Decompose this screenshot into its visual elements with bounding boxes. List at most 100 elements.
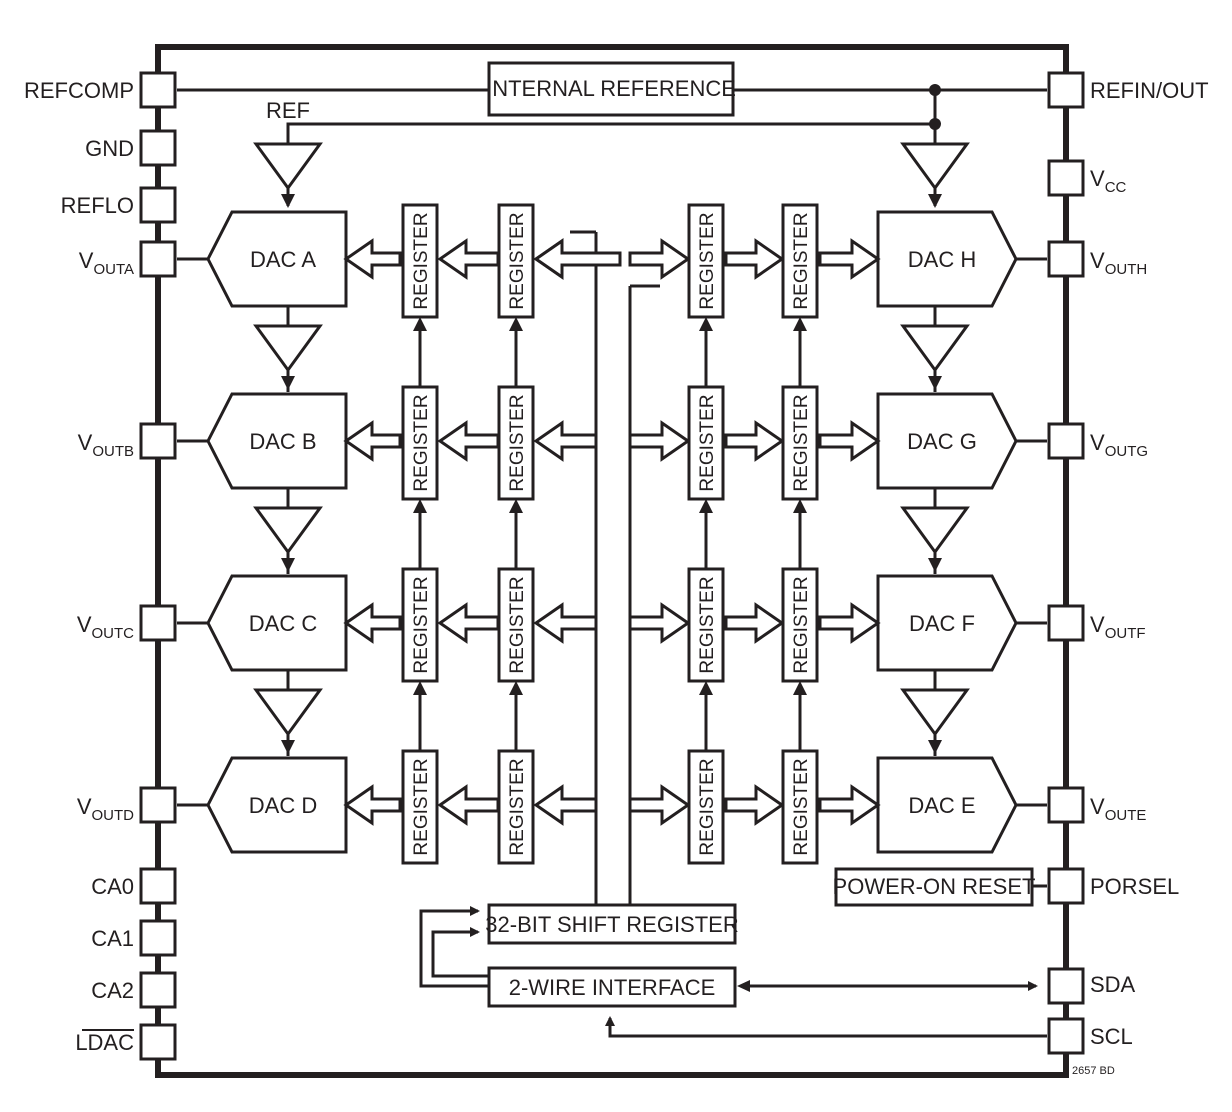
sda-arrow-left xyxy=(737,980,750,992)
pin-voutb-label: VOUTB xyxy=(78,430,134,460)
pin-sda-pad xyxy=(1047,967,1085,1005)
output-wiring xyxy=(177,257,1047,807)
reference-wiring xyxy=(177,88,1047,206)
pin-voutc-label: VOUTC xyxy=(77,612,134,642)
register-label: REGISTER xyxy=(411,576,432,673)
register-array: REGISTER REGISTER REGISTER REGISTER REGISTER… xyxy=(401,203,819,865)
register-label: REGISTER xyxy=(791,394,812,491)
dac-g-block xyxy=(876,392,1018,490)
bus-arrow xyxy=(724,238,785,280)
bus-arrow xyxy=(628,784,691,826)
register: REGISTER xyxy=(687,567,725,683)
pin-ca1-label: CA1 xyxy=(91,926,134,951)
dac-c-label: DAC C xyxy=(249,611,318,636)
register: REGISTER xyxy=(497,567,535,683)
data-bus xyxy=(343,230,881,905)
buffer-amplifier xyxy=(253,324,323,373)
register: REGISTER xyxy=(687,385,725,501)
shift-register-block xyxy=(487,903,737,945)
pin-ca0-pad xyxy=(139,867,177,905)
bus-arrow xyxy=(343,602,402,644)
arrow-heads xyxy=(281,194,942,754)
bus-arrow xyxy=(818,602,881,644)
dac-b-block xyxy=(206,392,348,490)
arrow-head xyxy=(413,681,427,695)
pin-voutf-pad xyxy=(1047,604,1085,642)
figure-id: 2657 BD xyxy=(1072,1065,1115,1077)
register: REGISTER xyxy=(497,203,535,319)
register: REGISTER xyxy=(401,567,439,683)
register-label: REGISTER xyxy=(507,758,528,855)
pins xyxy=(139,71,1085,1061)
dac-a-label: DAC A xyxy=(250,247,316,272)
pin-sda-label: SDA xyxy=(1090,972,1136,997)
bus-arrow xyxy=(628,420,691,462)
dac-h-label: DAC H xyxy=(908,247,976,272)
pin-refcomp-label: REFCOMP xyxy=(24,78,134,103)
register: REGISTER xyxy=(781,567,819,683)
pin-refcomp-pad xyxy=(139,71,177,109)
register-label: REGISTER xyxy=(697,212,718,309)
register: REGISTER xyxy=(687,749,725,865)
register: REGISTER xyxy=(401,203,439,319)
pin-vcc-pad xyxy=(1047,159,1085,197)
bus-arrow xyxy=(343,420,402,462)
shift-register-label: 32-BIT SHIFT REGISTER xyxy=(485,912,738,937)
arrow-head xyxy=(793,499,807,513)
arrow-head xyxy=(413,317,427,331)
pin-vouta-pad xyxy=(139,240,177,278)
arrow-head xyxy=(793,681,807,695)
pin-scl-pad xyxy=(1047,1017,1085,1055)
arrow-head xyxy=(699,499,713,513)
pin-ca0-label: CA0 xyxy=(91,874,134,899)
pin-voute-label: VOUTE xyxy=(1090,794,1146,824)
arrow-head xyxy=(793,317,807,331)
register-label: REGISTER xyxy=(411,758,432,855)
pin-ca2-pad xyxy=(139,971,177,1009)
bus-arrow xyxy=(437,602,500,644)
arrow-head xyxy=(699,681,713,695)
register-label: REGISTER xyxy=(507,212,528,309)
bus-arrow xyxy=(343,784,402,826)
ref-label: REF xyxy=(266,98,310,123)
pin-porsel-label: PORSEL xyxy=(1090,874,1179,899)
bus-arrow xyxy=(818,784,881,826)
arrow-head xyxy=(699,317,713,331)
pin-voute-pad xyxy=(1047,786,1085,824)
bus-arrow xyxy=(628,238,691,280)
register: REGISTER xyxy=(401,385,439,501)
dac-c-block xyxy=(206,574,348,672)
buffer-amplifier xyxy=(900,506,970,555)
pin-voutd-label: VOUTD xyxy=(77,794,134,824)
register-label: REGISTER xyxy=(697,758,718,855)
chip-outline xyxy=(155,44,1069,1078)
power-on-reset-label: POWER-ON RESET xyxy=(833,874,1036,899)
dac-h-block xyxy=(876,210,1018,308)
bus-arrow xyxy=(818,420,881,462)
pin-vcc-label: VCC xyxy=(1090,166,1127,196)
bus-arrow xyxy=(437,784,500,826)
arrow-head xyxy=(509,499,523,513)
dac-b-label: DAC B xyxy=(249,429,316,454)
right-pin-labels: REFIN/OUT VCC VOUTH VOUTG VOUTF VOUTE PO… xyxy=(1090,78,1209,1049)
pin-ldac-pad xyxy=(139,1023,177,1061)
dac-f-label: DAC F xyxy=(909,611,975,636)
serial-wiring xyxy=(419,906,1047,1038)
junction-dot xyxy=(929,118,941,130)
bus-arrow xyxy=(437,238,500,280)
pin-scl-label: SCL xyxy=(1090,1024,1133,1049)
bus-arrow xyxy=(533,602,598,644)
register: REGISTER xyxy=(497,385,535,501)
register: REGISTER xyxy=(781,385,819,501)
two-wire-interface-block xyxy=(487,966,737,1008)
dac-f-block xyxy=(876,574,1018,672)
register: REGISTER xyxy=(497,749,535,865)
left-pin-labels: REFCOMP GND REFLO VOUTA VOUTB VOUTC VOUT… xyxy=(24,78,134,1055)
dac-d-label: DAC D xyxy=(249,793,317,818)
two-wire-interface-label: 2-WIRE INTERFACE xyxy=(509,975,716,1000)
buffer-wiring xyxy=(286,306,937,756)
buffer-amplifier xyxy=(253,142,323,191)
register: REGISTER xyxy=(781,749,819,865)
junction-dot xyxy=(929,84,941,96)
arrow-head xyxy=(509,317,523,331)
